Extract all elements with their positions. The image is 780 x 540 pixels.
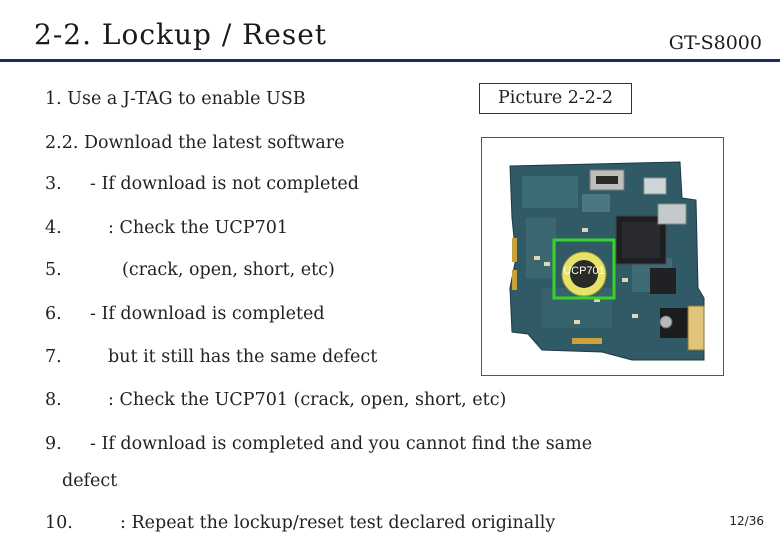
step-8-text: : Check the UCP701 (crack, open, short, … xyxy=(108,390,507,410)
step-7-number: 7. xyxy=(45,347,62,367)
step-4-number: 4. xyxy=(45,218,62,238)
step-9-number: 9. xyxy=(45,434,62,454)
model-label: GT-S8000 xyxy=(668,32,762,54)
title-divider xyxy=(0,59,780,62)
step-8-number: 8. xyxy=(45,390,62,410)
pcb-illustration: UCP701 xyxy=(509,161,705,361)
step-3-text: - If download is not completed xyxy=(90,174,359,194)
ucp701-label: UCP701 xyxy=(563,265,605,277)
step-10-text: : Repeat the lockup/reset test declared … xyxy=(120,513,556,533)
pcb-photo: UCP701 xyxy=(481,137,724,376)
step-1-text: Use a J-TAG to enable USB xyxy=(67,89,306,109)
picture-caption: Picture 2-2-2 xyxy=(479,83,632,114)
page-number: 12/36 xyxy=(729,514,764,528)
step-10-number: 10. xyxy=(45,513,73,533)
step-2-2-text: 2.2. Download the latest software xyxy=(45,133,345,153)
step-5-text: (crack, open, short, etc) xyxy=(122,260,335,280)
step-6-text: - If download is completed xyxy=(90,304,325,324)
step-5-number: 5. xyxy=(45,260,62,280)
step-1: 1. Use a J-TAG to enable USB xyxy=(45,89,306,109)
step-6-number: 6. xyxy=(45,304,62,324)
step-4-text: : Check the UCP701 xyxy=(108,218,288,238)
step-3-number: 3. xyxy=(45,174,62,194)
step-7-text: but it still has the same defect xyxy=(108,347,378,367)
ucp701-highlight xyxy=(552,238,616,300)
step-9-text: - If download is completed and you canno… xyxy=(90,434,593,454)
step-1-number: 1. xyxy=(45,89,62,109)
step-9-continuation: defect xyxy=(62,471,118,491)
page-title: 2-2. Lockup / Reset xyxy=(34,18,328,51)
